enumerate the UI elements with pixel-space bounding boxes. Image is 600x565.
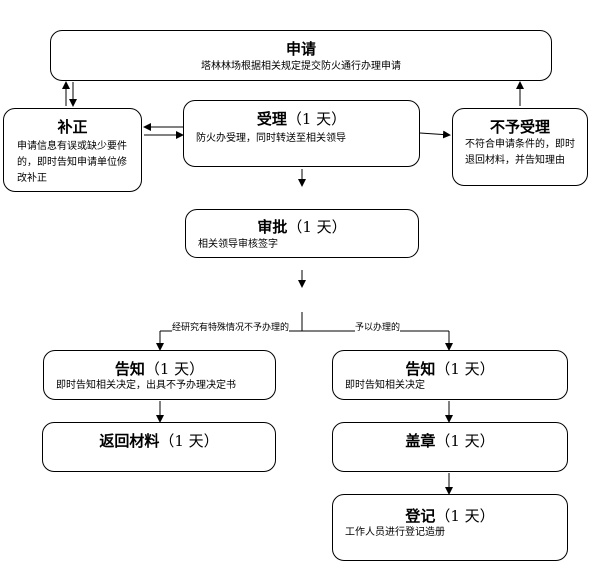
node-accept: 受理（1 天） 防火办受理，同时转送至相关领导: [183, 100, 420, 167]
node-stamp-title-line: 盖章（1 天）: [333, 432, 567, 450]
node-return-title: 返回材料: [99, 432, 160, 450]
node-notify-no: 告知（1 天） 即时告知相关决定，出具不予办理决定书: [43, 350, 276, 400]
node-register-duration: （1 天）: [435, 507, 495, 525]
node-stamp-duration: （1 天）: [435, 432, 495, 450]
node-register: 登记（1 天） 工作人员进行登记造册: [332, 494, 568, 561]
arrow-accept-to-reject: [419, 130, 451, 139]
node-supplement-desc: 申请信息有误或缺少要件的，即时告知申请单位修改补正: [17, 141, 127, 184]
node-notify-yes-title-line: 告知（1 天）: [333, 360, 567, 378]
node-notify-no-desc: 即时告知相关决定，出具不予办理决定书: [56, 380, 236, 391]
node-accept-desc: 防火办受理，同时转送至相关领导: [196, 133, 346, 144]
node-notify-yes: 告知（1 天） 即时告知相关决定: [332, 350, 568, 400]
node-register-title-line: 登记（1 天）: [333, 507, 567, 525]
node-notify-no-duration: （1 天）: [144, 360, 205, 378]
node-return-title-line: 返回材料（1 天）: [43, 432, 275, 450]
node-stamp: 盖章（1 天）: [332, 422, 568, 472]
node-stamp-title: 盖章: [405, 432, 436, 450]
node-return-duration: （1 天）: [159, 432, 219, 450]
node-apply-title: 申请: [285, 40, 316, 58]
node-accept-title-line: 受理（1 天）: [184, 110, 419, 128]
node-approve-duration: （1 天）: [287, 218, 347, 236]
node-reject: 不予受理 不符合申请条件的，即时退回材料，并告知理由: [452, 108, 588, 186]
node-approve-desc: 相关领导审核签字: [198, 239, 278, 250]
node-apply-desc: 塔林林场根据相关规定提交防火通行办理申请: [201, 61, 401, 72]
node-reject-desc: 不符合申请条件的，即时退回材料，并告知理由: [465, 139, 575, 166]
node-supplement-title: 补正: [57, 118, 88, 136]
edge-label-special-case: 经研究有特殊情况不予办理的: [172, 323, 290, 334]
edge-label-grant: 予以办理的: [355, 323, 401, 334]
node-apply: 申请 塔林林场根据相关规定提交防火通行办理申请: [50, 30, 552, 81]
node-notify-no-title: 告知: [114, 360, 145, 378]
node-return: 返回材料（1 天）: [42, 422, 276, 472]
node-register-desc: 工作人员进行登记造册: [345, 527, 445, 538]
node-approve-title: 审批: [257, 218, 288, 236]
node-register-title: 登记: [405, 507, 436, 525]
node-approve: 审批（1 天） 相关领导审核签字: [185, 209, 419, 258]
node-notify-yes-duration: （1 天）: [435, 360, 495, 378]
node-accept-title: 受理: [256, 110, 287, 128]
node-notify-yes-desc: 即时告知相关决定: [345, 380, 425, 391]
node-approve-title-line: 审批（1 天）: [186, 218, 418, 236]
node-accept-duration: （1 天）: [286, 110, 347, 128]
node-notify-no-title-line: 告知（1 天）: [44, 360, 275, 378]
node-notify-yes-title: 告知: [405, 360, 436, 378]
node-supplement: 补正 申请信息有误或缺少要件的，即时告知申请单位修改补正: [3, 108, 142, 192]
node-reject-title: 不予受理: [489, 118, 550, 136]
